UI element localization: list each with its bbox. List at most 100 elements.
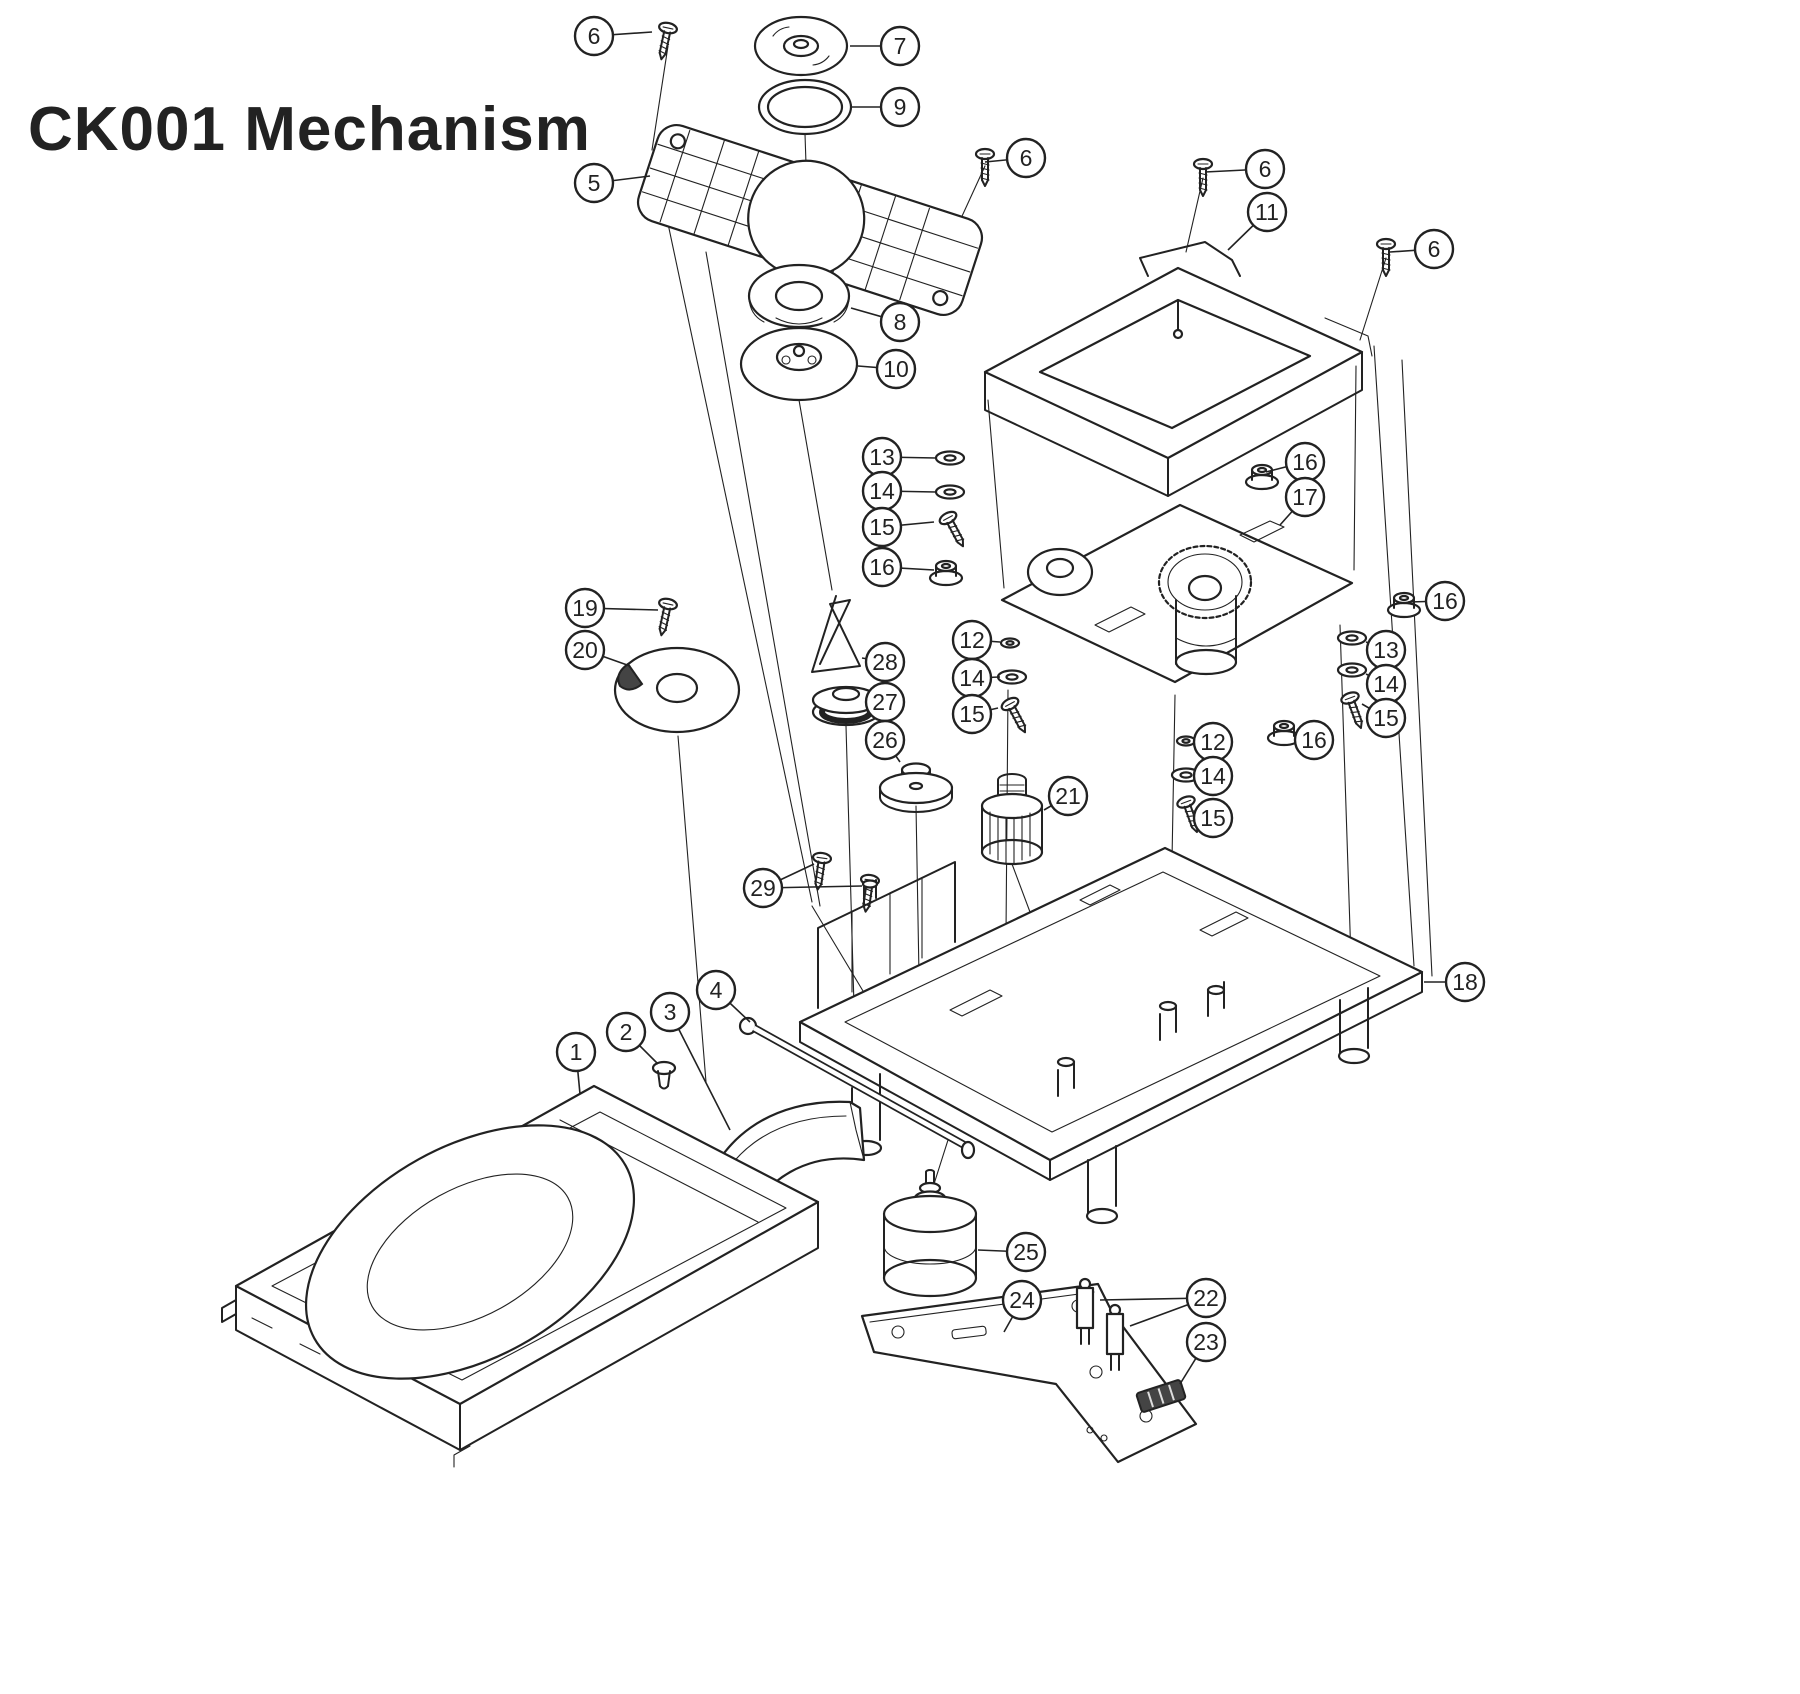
part-22-switches [1075,1277,1125,1371]
callout-29: 29 [742,867,784,909]
callout-24: 24 [1001,1279,1043,1321]
part-26-pulley [878,762,954,813]
callout-4: 4 [695,969,737,1011]
svg-text:7: 7 [894,33,907,59]
callout-8: 8 [879,301,921,343]
svg-text:6: 6 [1428,236,1441,262]
part-23-connector [1135,1379,1187,1413]
svg-text:8: 8 [894,309,907,335]
svg-text:14: 14 [1373,671,1399,697]
part-17-traverse-mech [1000,503,1354,684]
svg-text:16: 16 [1301,727,1327,753]
callout-15: 15 [861,506,903,548]
callout-15: 15 [1365,697,1407,739]
callout-balloons: 6 7 9 5 6 6 1 16 8 10 13 14 15 16 17 16 16 19 20 28 12 27 13 14… [555,15,1486,1363]
svg-text:17: 17 [1292,484,1318,510]
svg-text:16: 16 [1432,588,1458,614]
page-title: CK001 Mechanism [28,95,591,164]
part-1-disc-tray [221,1084,820,1468]
svg-text:6: 6 [1020,145,1033,171]
svg-text:15: 15 [1200,805,1226,831]
part-10-turntable-hub [739,326,859,402]
callout-6: 6 [1413,228,1455,270]
callout-20: 20 [564,629,606,671]
callout-16: 16 [1284,441,1326,483]
svg-text:14: 14 [869,478,895,504]
part-7-clamper-disc [753,15,849,77]
part-27-pulley [811,685,881,727]
part-9-ring [757,78,853,136]
svg-text:20: 20 [572,637,598,663]
callout-2: 2 [605,1011,647,1053]
callout-10: 10 [875,348,917,390]
callout-9: 9 [879,86,921,128]
callout-3: 3 [649,991,691,1033]
svg-text:13: 13 [869,444,895,470]
svg-text:13: 13 [1373,637,1399,663]
svg-text:27: 27 [872,689,898,715]
svg-text:24: 24 [1009,1287,1035,1313]
svg-text:6: 6 [1259,156,1272,182]
callout-5: 5 [573,162,615,204]
part-25-motor [882,1169,978,1298]
callout-12: 12 [951,619,993,661]
svg-text:15: 15 [869,514,895,540]
callout-19: 19 [564,587,606,629]
callout-6: 6 [573,15,615,57]
svg-text:29: 29 [750,875,776,901]
svg-text:15: 15 [959,701,985,727]
callout-18: 18 [1444,961,1486,1003]
callout-14: 14 [1365,663,1407,705]
part-4-shaft [738,1016,976,1160]
svg-text:16: 16 [1292,449,1318,475]
callout-13: 13 [861,436,903,478]
callout-27: 27 [864,681,906,723]
callout-14: 14 [1192,755,1234,797]
callout-6: 6 [1244,148,1286,190]
callout-28: 28 [864,641,906,683]
part-5-top-plate [636,124,984,316]
svg-text:16: 16 [869,554,895,580]
svg-text:2: 2 [620,1019,633,1045]
svg-text:9: 9 [894,94,907,120]
part-13-14-15-stack-left [934,450,973,552]
svg-text:14: 14 [959,665,985,691]
callout-26: 26 [864,719,906,761]
part-18-base-chassis [798,846,1424,1225]
callout-12: 12 [1192,721,1234,763]
svg-text:14: 14 [1200,763,1226,789]
svg-text:28: 28 [872,649,898,675]
callout-17: 17 [1284,476,1326,518]
callout-leader-3 [669,1011,731,1131]
svg-text:4: 4 [710,977,723,1003]
svg-text:21: 21 [1055,783,1081,809]
callout-7: 7 [879,25,921,67]
svg-text:12: 12 [959,627,985,653]
callout-1: 1 [555,1031,597,1073]
svg-text:3: 3 [664,999,677,1025]
svg-text:12: 12 [1200,729,1226,755]
callout-21: 21 [1047,775,1089,817]
callout-14: 14 [861,470,903,512]
svg-text:5: 5 [588,170,601,196]
callout-14: 14 [951,657,993,699]
part-11-clamp-frame [983,241,1373,497]
callout-22: 22 [1185,1277,1227,1319]
callout-15: 15 [951,693,993,735]
callout-25: 25 [1005,1231,1047,1273]
svg-text:19: 19 [572,595,598,621]
exploded-view-artwork [221,15,1433,1468]
svg-text:26: 26 [872,727,898,753]
part-19-screw [651,596,679,639]
callout-16: 16 [1424,580,1466,622]
callout-13: 13 [1365,629,1407,671]
part-8-damper-ring [747,263,851,329]
svg-text:18: 18 [1452,969,1478,995]
callout-16: 16 [861,546,903,588]
part-20-turntable-disc [613,646,741,734]
svg-text:6: 6 [588,23,601,49]
callout-16: 16 [1293,719,1335,761]
svg-text:15: 15 [1373,705,1399,731]
